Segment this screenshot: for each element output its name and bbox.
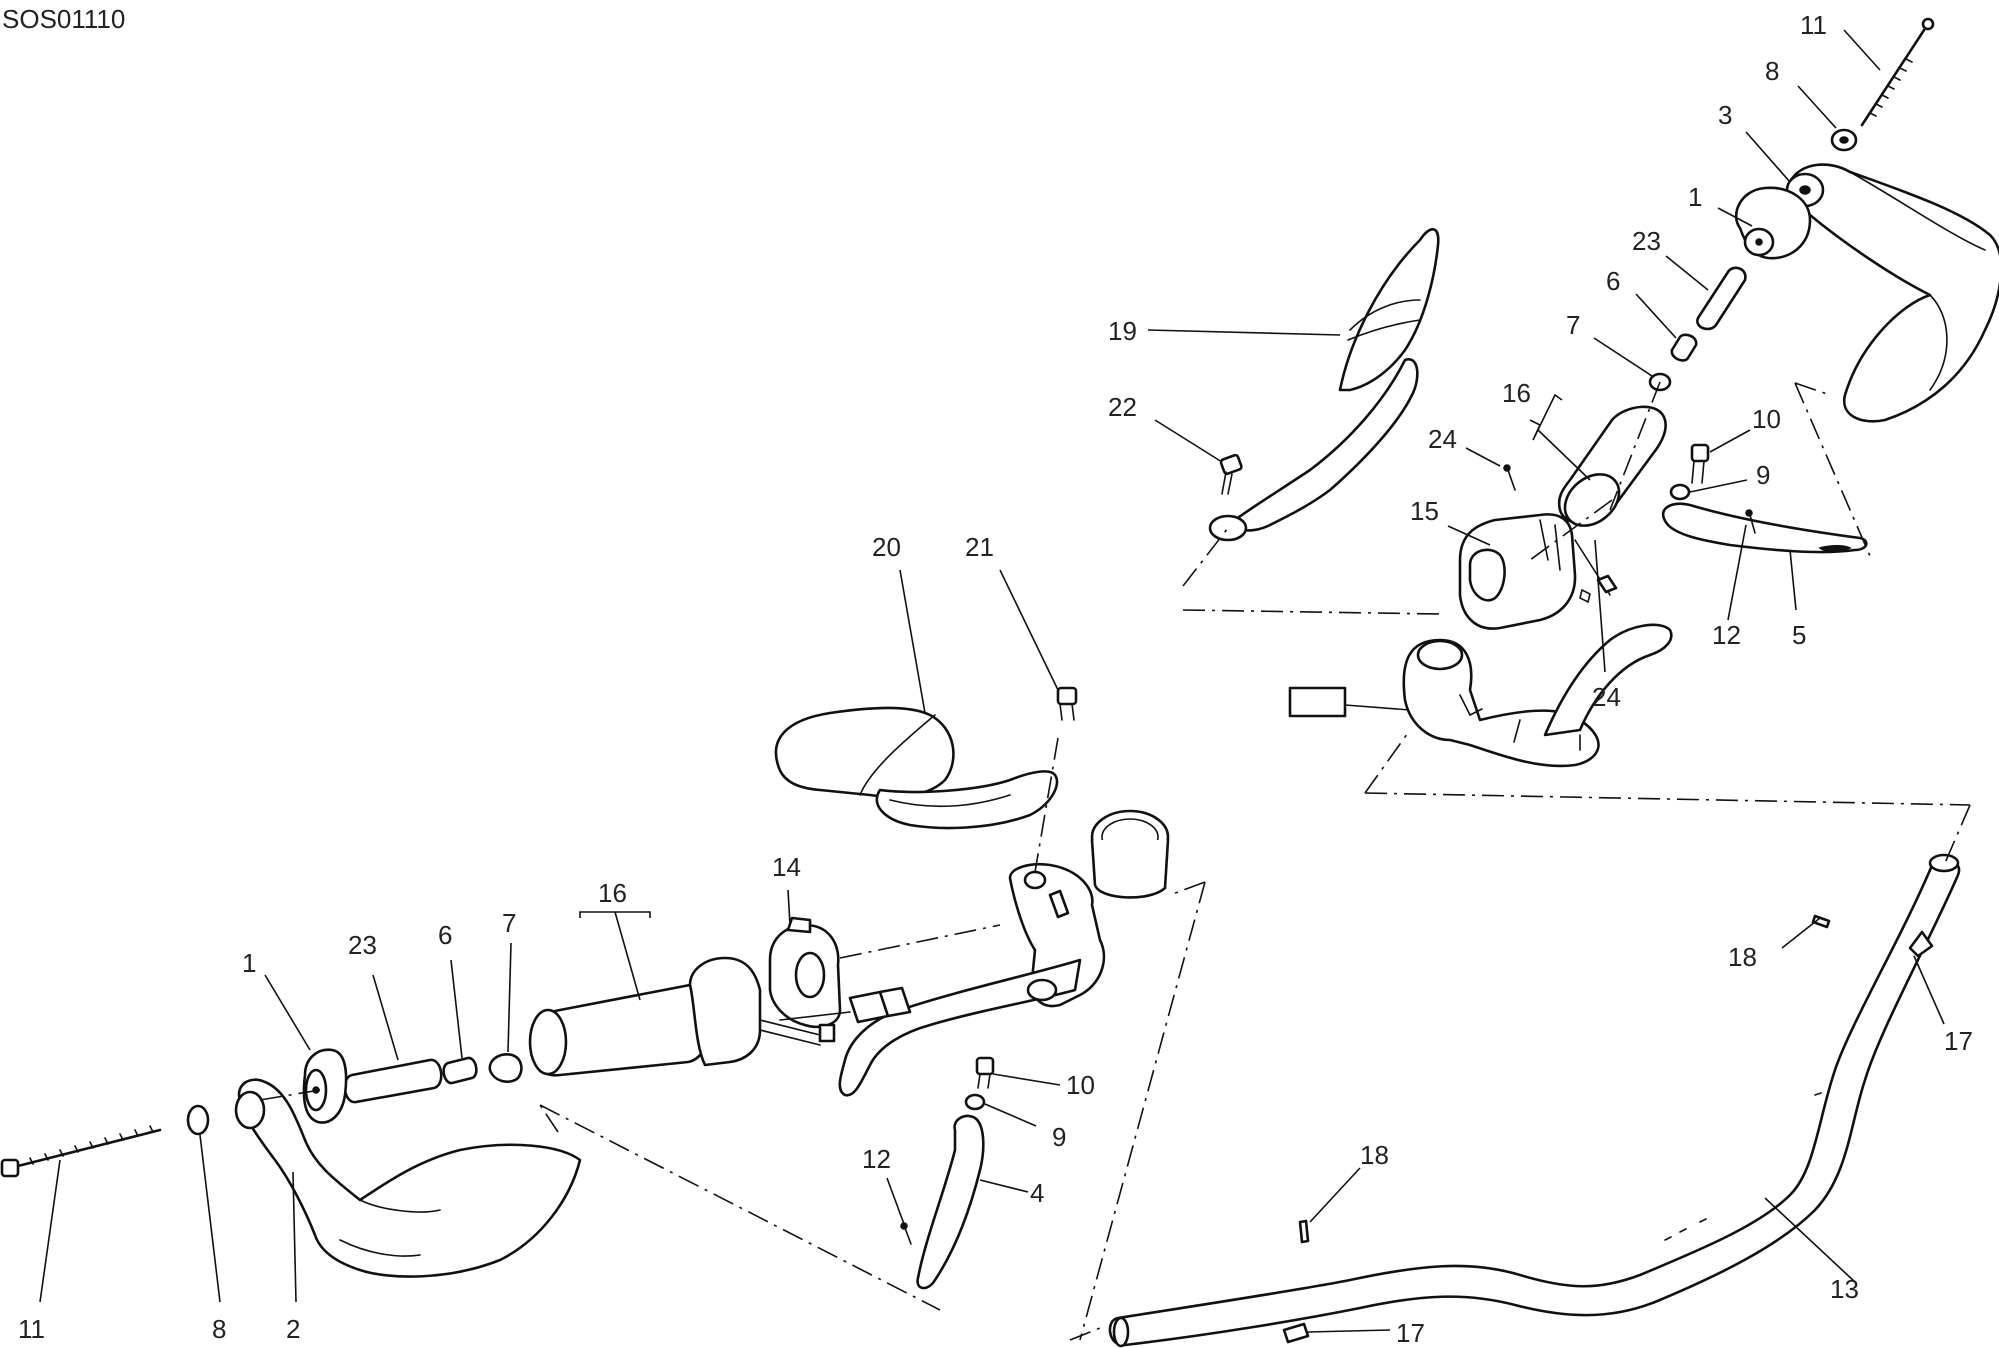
callout-16-bottom: 16 <box>598 878 627 908</box>
callout-6-top: 6 <box>1606 266 1620 296</box>
part-lever-assembly-right <box>1288 623 1673 768</box>
part-bolt-lower <box>0 1125 162 1178</box>
part-screw-10-top <box>1690 443 1710 463</box>
callout-9-bottom: 9 <box>1052 1122 1066 1152</box>
part-master-cylinder-left <box>838 809 1170 1097</box>
part-bar-end-weight-lower <box>302 1048 348 1124</box>
part-sleeve-lower <box>343 1058 443 1104</box>
part-insert-lower <box>488 1053 523 1084</box>
callout-7-top: 7 <box>1566 310 1580 340</box>
callout-23-top: 23 <box>1632 226 1661 256</box>
callout-23-bottom: 23 <box>348 930 377 960</box>
part-lever-guard-left <box>916 1114 985 1290</box>
callout-12-bottom: 12 <box>862 1144 891 1174</box>
part-handguard-left <box>234 1078 582 1278</box>
part-screw-10-bottom <box>975 1056 995 1076</box>
callout-2: 2 <box>286 1314 300 1344</box>
part-handlebar <box>1108 853 1961 1348</box>
part-screw-24-left <box>1507 469 1516 491</box>
part-washer-lower <box>186 1104 210 1136</box>
callout-3: 3 <box>1718 100 1732 130</box>
part-grip-lower <box>528 956 836 1077</box>
callout-4: 4 <box>1030 1178 1044 1208</box>
part-pin-18-bottom <box>1298 1219 1310 1244</box>
callout-10-bottom: 10 <box>1066 1070 1095 1100</box>
diagram-code: SOS01110 <box>2 4 126 34</box>
part-spacer-lower <box>442 1056 478 1085</box>
part-screw-22 <box>1219 453 1243 495</box>
callout-24-right: 24 <box>1592 682 1621 712</box>
part-handguard-right <box>1785 163 1999 423</box>
part-clamp-14 <box>768 916 842 1029</box>
part-spacer-top <box>1670 333 1698 362</box>
callout-11-bottom: 11 <box>18 1314 45 1344</box>
callout-8-top: 8 <box>1765 56 1779 86</box>
part-pin-18-top <box>1811 914 1831 929</box>
part-connector-lower <box>779 986 912 1024</box>
part-clip-17-bottom <box>1282 1322 1310 1344</box>
callout-12-top: 12 <box>1712 620 1741 650</box>
part-mirror-upper <box>1208 228 1440 542</box>
callout-11-top: 11 <box>1800 10 1827 40</box>
leader-lines <box>39 29 1945 1333</box>
centerlines <box>259 381 1971 1341</box>
callout-1-bottom: 1 <box>242 948 256 978</box>
part-sleeve-top <box>1696 266 1747 331</box>
callout-9-top: 9 <box>1756 460 1770 490</box>
callout-17-bottom: 17 <box>1396 1318 1425 1348</box>
callout-5: 5 <box>1792 620 1806 650</box>
callout-22: 22 <box>1108 392 1137 422</box>
callout-6-bottom: 6 <box>438 920 452 950</box>
callout-1-top: 1 <box>1688 182 1702 212</box>
callout-13: 13 <box>1830 1274 1859 1304</box>
callout-20: 20 <box>872 532 901 562</box>
callout-21: 21 <box>965 532 994 562</box>
callout-14: 14 <box>772 852 801 882</box>
callout-8-bottom: 8 <box>212 1314 226 1344</box>
part-bolt-top <box>1860 17 1935 127</box>
part-bar-end-weight-top <box>1734 186 1812 260</box>
part-screw-12-top <box>1749 514 1756 534</box>
part-switch-housing-right <box>1458 513 1591 630</box>
part-grip-top <box>1557 405 1667 527</box>
callout-16-top: 16 <box>1502 378 1531 408</box>
callout-labels: 11 8 3 1 23 6 7 16 10 9 24 15 12 5 24 19… <box>18 10 1973 1348</box>
callout-24-left: 24 <box>1428 424 1457 454</box>
part-mirror-lower <box>774 706 1059 830</box>
part-washer-9-bottom <box>964 1093 986 1111</box>
part-screw-12-bottom <box>904 1227 912 1245</box>
callout-18-bottom: 18 <box>1360 1140 1389 1170</box>
part-screw-21 <box>1056 686 1078 721</box>
callout-10-top: 10 <box>1752 404 1781 434</box>
callout-19: 19 <box>1108 316 1137 346</box>
part-clip-17-top <box>1908 930 1934 958</box>
part-washer-9-top <box>1669 483 1691 501</box>
callout-15: 15 <box>1410 496 1439 526</box>
part-lever-guard-right <box>1661 502 1868 554</box>
callout-7-bottom: 7 <box>502 908 516 938</box>
callout-18-top: 18 <box>1728 942 1757 972</box>
callout-17-top: 17 <box>1944 1026 1973 1056</box>
